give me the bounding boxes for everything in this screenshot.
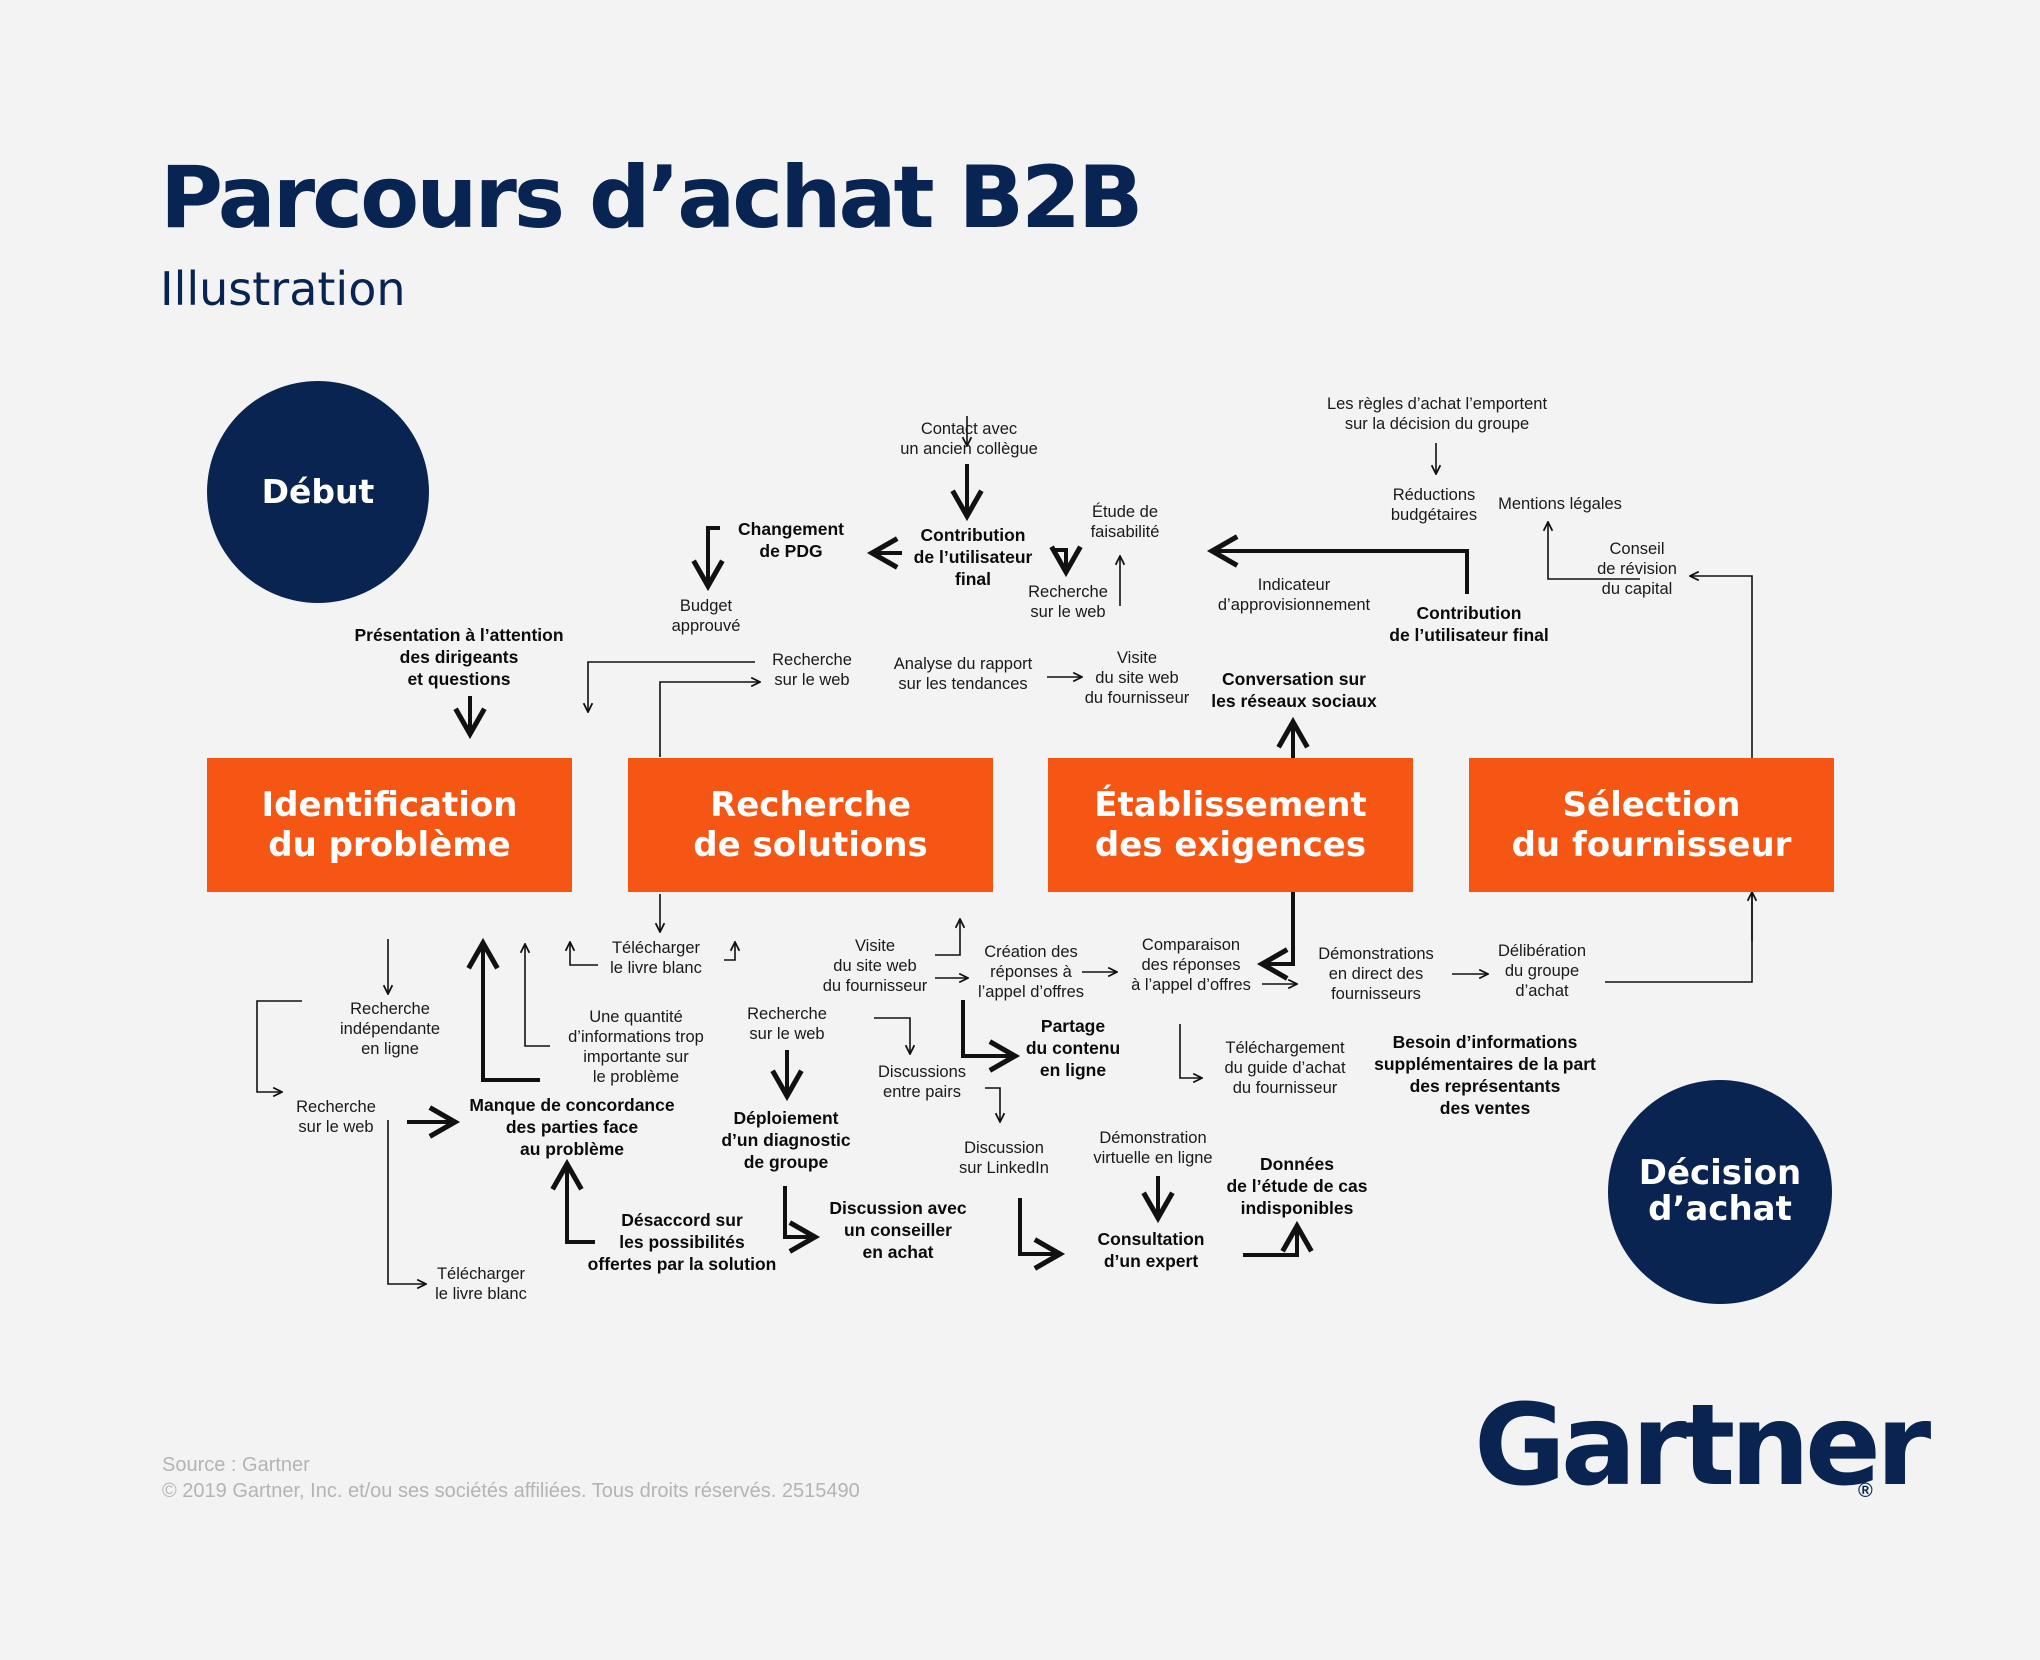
step-donnees-etude-cas: Données de l’étude de cas indisponibles bbox=[1226, 1154, 1368, 1218]
copyright-note: © 2019 Gartner, Inc. et/ou ses sociétés … bbox=[162, 1480, 860, 1502]
connector-bold bbox=[961, 1000, 1021, 1073]
connector-thin bbox=[525, 944, 550, 1047]
connector-thin bbox=[874, 1017, 910, 1054]
connector-thin bbox=[724, 942, 735, 961]
source-note: Source : Gartner bbox=[162, 1454, 310, 1476]
bold-connectors bbox=[407, 464, 1469, 1271]
stage-identification-probleme: Identification du problème bbox=[207, 758, 572, 892]
step-demonstration-virtuelle: Démonstration virtuelle en ligne bbox=[1093, 1129, 1213, 1167]
step-recherche-web-bottom: Recherche sur le web bbox=[747, 1005, 827, 1043]
connector-bold bbox=[1049, 545, 1083, 578]
step-demonstrations-direct: Démonstrations en direct des fournisseur… bbox=[1318, 945, 1434, 1003]
step-analyse-rapport: Analyse du rapport sur les tendances bbox=[893, 655, 1033, 693]
connector-thin bbox=[1179, 1024, 1202, 1078]
step-etude-faisabilite: Étude de faisabilité bbox=[1090, 503, 1160, 541]
connector-thin bbox=[1605, 892, 1752, 983]
end-circle: Décision d’achat bbox=[1608, 1080, 1832, 1304]
step-deploiement-diagnostic: Déploiement d’un diagnostic de groupe bbox=[721, 1108, 851, 1172]
step-regles-achat: Les règles d’achat l’emportent sur la dé… bbox=[1326, 395, 1548, 433]
connector-bold bbox=[783, 1186, 821, 1254]
step-contribution-utilisateur-top: Contribution de l’utilisateur final bbox=[913, 525, 1033, 589]
step-telecharger-livre-bottom: Télécharger le livre blanc bbox=[435, 1265, 527, 1303]
connector-bold bbox=[691, 526, 725, 592]
connector-thin bbox=[256, 1000, 302, 1092]
connector-bold bbox=[1243, 1220, 1314, 1257]
stage-selection-fournisseur: Sélection du fournisseur bbox=[1469, 758, 1834, 892]
page-title: Parcours d’achat B2B bbox=[160, 148, 1143, 248]
step-quantite-informations: Une quantité d’informations trop importa… bbox=[568, 1008, 704, 1086]
step-comparaison-reponses: Comparaison des réponses à l’appel d’off… bbox=[1131, 936, 1251, 994]
step-manque-concordance: Manque de concordance des parties face a… bbox=[469, 1095, 675, 1159]
step-partage-contenu: Partage du contenu en ligne bbox=[1025, 1016, 1121, 1080]
page-subtitle: Illustration bbox=[160, 262, 406, 316]
step-visite-site-bottom: Visite du site web du fournisseur bbox=[822, 937, 928, 995]
gartner-logo: Gartner bbox=[1474, 1381, 1931, 1511]
step-consultation-expert: Consultation d’un expert bbox=[1097, 1229, 1205, 1271]
step-recherche-web-top: Recherche sur le web bbox=[1028, 583, 1108, 621]
step-mentions-legales: Mentions légales bbox=[1498, 495, 1622, 513]
stage-recherche-solutions: Recherche de solutions bbox=[628, 758, 993, 892]
connector-thin bbox=[387, 1120, 426, 1284]
step-creation-reponses: Création des réponses à l’appel d’offres bbox=[977, 943, 1085, 1001]
connector-bold bbox=[466, 937, 540, 1082]
step-deliberation-groupe: Délibération du groupe d’achat bbox=[1497, 942, 1587, 1000]
step-reductions-budgetaires: Réductions budgétaires bbox=[1390, 486, 1478, 524]
start-circle: Début bbox=[207, 381, 429, 603]
connector-bold bbox=[550, 1158, 595, 1244]
step-telechargement-guide: Téléchargement du guide d’achat du fourn… bbox=[1224, 1039, 1346, 1097]
step-discussions-pairs: Discussions entre pairs bbox=[877, 1063, 967, 1101]
step-besoin-informations: Besoin d’informations supplémentaires de… bbox=[1374, 1032, 1596, 1118]
connector-bold bbox=[1256, 892, 1295, 981]
step-presentation-dirigeants: Présentation à l’attention des dirigeant… bbox=[354, 625, 564, 689]
step-conversation-reseaux: Conversation sur les réseaux sociaux bbox=[1211, 669, 1377, 711]
step-changement-pdg: Changement de PDG bbox=[738, 519, 844, 561]
registered-mark: ® bbox=[1858, 1480, 1873, 1502]
step-budget-approuve: Budget approuvé bbox=[671, 597, 741, 635]
step-contribution-utilisateur-right: Contribution de l’utilisateur final bbox=[1389, 603, 1549, 645]
step-conseil-revision: Conseil de révision du capital bbox=[1597, 540, 1677, 598]
connector-thin bbox=[1548, 522, 1640, 580]
step-discussion-linkedin: Discussion sur LinkedIn bbox=[959, 1139, 1049, 1177]
step-desaccord-solution: Désaccord sur les possibilités offertes … bbox=[587, 1210, 777, 1274]
step-discussion-conseiller: Discussion avec un conseiller en achat bbox=[829, 1198, 967, 1262]
connector-thin bbox=[935, 919, 960, 956]
connector-thin bbox=[659, 682, 760, 757]
connector-thin bbox=[985, 1087, 1000, 1122]
step-recherche-independante: Recherche indépendante en ligne bbox=[339, 1000, 441, 1058]
stage-etablissement-exigences: Établissement des exigences bbox=[1048, 758, 1413, 892]
connector-thin bbox=[570, 942, 598, 966]
step-indicateur-approvisionnement: Indicateur d’approvisionnement bbox=[1217, 576, 1371, 614]
step-telecharger-livre-top: Télécharger le livre blanc bbox=[610, 939, 702, 977]
connector-bold bbox=[1018, 1198, 1066, 1271]
step-recherche-web-mid: Recherche sur le web bbox=[772, 651, 852, 689]
connector-bold bbox=[1206, 534, 1469, 594]
step-contact-ancien-collegue: Contact avec un ancien collègue bbox=[900, 420, 1038, 458]
step-visite-site-top: Visite du site web du fournisseur bbox=[1084, 649, 1190, 707]
connector-thin bbox=[588, 661, 755, 712]
step-recherche-web-left: Recherche sur le web bbox=[296, 1098, 376, 1136]
